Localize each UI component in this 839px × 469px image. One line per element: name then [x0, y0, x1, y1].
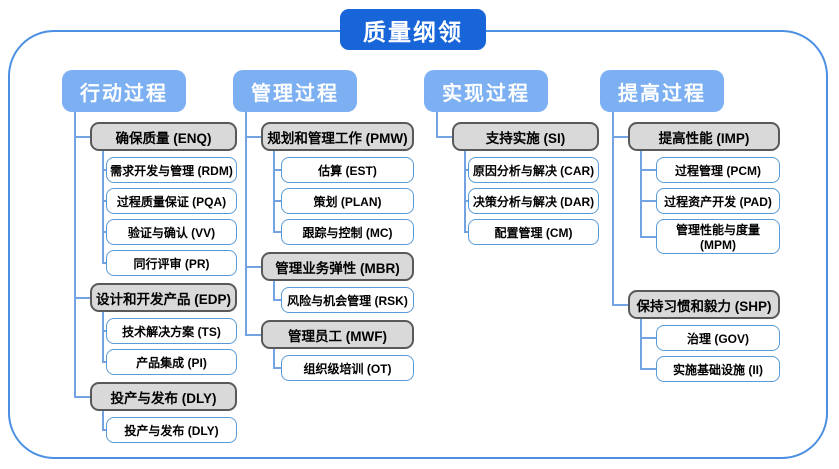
connector-line	[273, 349, 275, 368]
connector-line	[640, 151, 642, 237]
connector-line	[102, 312, 104, 362]
group-box: 管理业务弹性 (MBR)	[261, 252, 414, 281]
connector-line	[464, 231, 468, 233]
connector-line	[640, 319, 642, 369]
connector-line	[273, 169, 281, 171]
child-box: 同行评审 (PR)	[106, 250, 237, 276]
connector-line	[74, 112, 76, 397]
process-column: 提高过程提高性能 (IMP) 过程管理 (PCM) 过程资产开发 (PAD) 管理性能…	[600, 70, 780, 382]
child-box: 配置管理 (CM)	[468, 219, 599, 245]
connector-line	[273, 151, 275, 232]
connector-line	[102, 330, 106, 332]
connector-line	[436, 112, 438, 137]
group-box: 投产与发布 (DLY)	[90, 382, 237, 411]
child-box: 投产与发布 (DLY)	[106, 417, 237, 443]
child-box: 需求开发与管理 (RDM)	[106, 157, 237, 183]
connector-line	[102, 361, 106, 363]
group-box: 保持习惯和毅力 (SHP)	[628, 290, 780, 319]
connector-line	[74, 135, 90, 138]
connector-line	[245, 333, 261, 336]
connector-line	[640, 337, 656, 339]
column-header: 行动过程	[62, 70, 186, 112]
child-box: 决策分析与解决 (DAR)	[468, 188, 599, 214]
group-box: 管理员工 (MWF)	[261, 320, 414, 349]
child-box: 原因分析与解决 (CAR)	[468, 157, 599, 183]
connector-line	[102, 169, 106, 171]
child-box: 过程资产开发 (PAD)	[656, 188, 780, 214]
connector-line	[640, 169, 656, 171]
connector-line	[464, 151, 466, 232]
column-header: 实现过程	[424, 70, 548, 112]
connector-line	[74, 395, 90, 398]
process-column: 行动过程确保质量 (ENQ) 需求开发与管理 (RDM) 过程质量保证 (PQA) 验…	[62, 70, 237, 443]
child-box: 策划 (PLAN)	[281, 188, 414, 214]
connector-line	[273, 200, 281, 202]
column-header: 提高过程	[600, 70, 724, 112]
process-column: 实现过程支持实施 (SI) 原因分析与解决 (CAR) 决策分析与解决 (DAR) 配…	[424, 70, 599, 245]
connector-line	[612, 303, 628, 306]
connector-line	[464, 200, 468, 202]
column-header: 管理过程	[233, 70, 357, 112]
connector-line	[640, 235, 656, 238]
connector-line	[245, 112, 247, 335]
child-box: 过程管理 (PCM)	[656, 157, 780, 183]
connector-line	[245, 135, 261, 138]
group-box: 确保质量 (ENQ)	[90, 122, 237, 151]
connector-line	[102, 262, 106, 264]
connector-line	[640, 200, 656, 202]
child-box: 风险与机会管理 (RSK)	[281, 287, 414, 313]
child-box: 组织级培训 (OT)	[281, 355, 414, 381]
connector-line	[273, 299, 281, 301]
child-box: 验证与确认 (VV)	[106, 219, 237, 245]
process-column: 管理过程规划和管理工作 (PMW) 估算 (EST) 策划 (PLAN) 跟踪与控制 …	[233, 70, 414, 381]
connector-line	[273, 281, 275, 300]
connector-line	[245, 265, 261, 268]
group-box: 设计和开发产品 (EDP)	[90, 283, 237, 312]
connector-line	[273, 231, 281, 233]
connector-line	[102, 411, 104, 430]
connector-line	[102, 200, 106, 202]
connector-line	[612, 135, 628, 138]
connector-line	[640, 368, 656, 370]
child-box: 估算 (EST)	[281, 157, 414, 183]
child-box: 过程质量保证 (PQA)	[106, 188, 237, 214]
connector-line	[464, 169, 468, 171]
connector-line	[102, 231, 106, 233]
connector-line	[612, 112, 614, 305]
child-box: 治理 (GOV)	[656, 325, 780, 351]
diagram-title: 质量纲领	[340, 9, 486, 50]
child-box: 实施基础设施 (II)	[656, 356, 780, 382]
connector-line	[436, 135, 452, 138]
child-box: 产品集成 (PI)	[106, 349, 237, 375]
connector-line	[74, 296, 90, 299]
group-box: 支持实施 (SI)	[452, 122, 599, 151]
group-box: 提高性能 (IMP)	[628, 122, 780, 151]
child-box: 管理性能与度量 (MPM)	[656, 219, 780, 254]
group-box: 规划和管理工作 (PMW)	[261, 122, 414, 151]
connector-line	[102, 429, 106, 431]
connector-line	[102, 151, 104, 263]
connector-line	[273, 367, 281, 369]
child-box: 技术解决方案 (TS)	[106, 318, 237, 344]
child-box: 跟踪与控制 (MC)	[281, 219, 414, 245]
